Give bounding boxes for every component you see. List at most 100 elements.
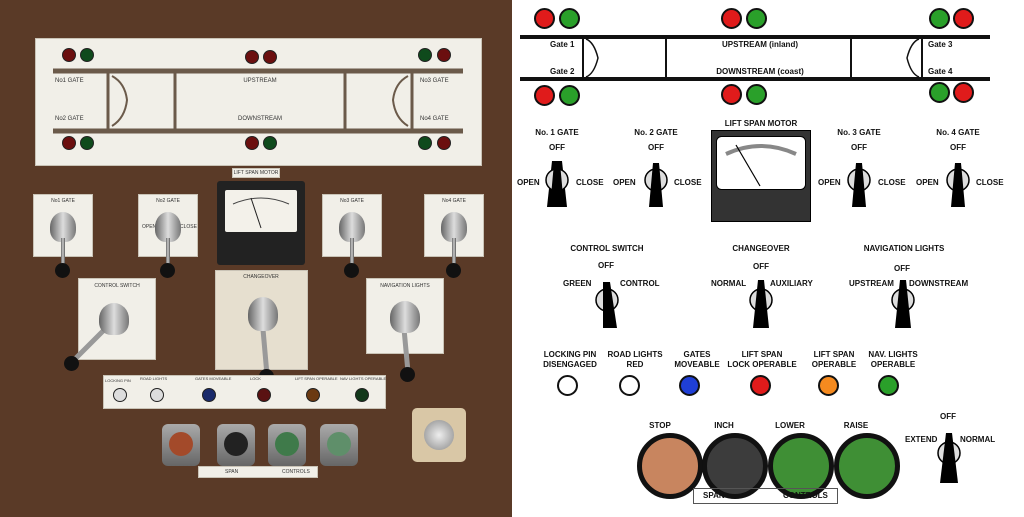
control-switch-title: CONTROL SWITCH bbox=[570, 244, 644, 253]
gate4-switch-title: No. 4 GATE bbox=[936, 128, 980, 137]
photo-close-label: CLOSE bbox=[180, 224, 197, 230]
span-label: SPAN bbox=[703, 491, 725, 500]
photo-gate2-ball bbox=[160, 263, 175, 278]
indicator-label: LOCKING PIN bbox=[543, 350, 597, 359]
indicator-label: MOVEABLE bbox=[674, 360, 720, 369]
gate1-label: Gate 1 bbox=[550, 40, 575, 49]
photo-gate4-lever[interactable] bbox=[441, 212, 467, 242]
photo-raise-button[interactable] bbox=[320, 424, 358, 466]
gate2-switch-title: No. 2 GATE bbox=[634, 128, 678, 137]
navigation-lights-downstream-label: DOWNSTREAM bbox=[909, 279, 969, 288]
photo-strip-lamp bbox=[202, 388, 216, 402]
photo-strip-lamp bbox=[257, 388, 271, 402]
navigation-lights-title: NAVIGATION LIGHTS bbox=[863, 244, 945, 253]
photo-strip-label: LOCK bbox=[250, 376, 261, 381]
gate4-close-label: CLOSE bbox=[976, 178, 1004, 187]
photo-gate1-lever[interactable] bbox=[50, 212, 76, 242]
toggle-switch-icon bbox=[937, 433, 961, 483]
photo-nav-lights-lever[interactable] bbox=[390, 301, 420, 333]
gate3-switch-title: No. 3 GATE bbox=[837, 128, 881, 137]
navigation-lights-upstream-label: UPSTREAM bbox=[849, 279, 894, 288]
photo-gate3-switch-label: No3 GATE bbox=[340, 198, 364, 204]
indicator-lamp bbox=[619, 375, 640, 396]
raise-button[interactable] bbox=[834, 433, 900, 499]
photo-lamp-red bbox=[263, 50, 277, 64]
gate2-open-label: OPEN bbox=[613, 178, 636, 187]
photo-lamp-green bbox=[263, 136, 277, 150]
gate4-green-lamp bbox=[929, 82, 950, 103]
indicator-lamp bbox=[878, 375, 899, 396]
photo-downstream-label: DOWNSTREAM bbox=[238, 116, 282, 122]
gate-track-schematic bbox=[520, 35, 990, 81]
indicator-lamp bbox=[557, 375, 578, 396]
photo-changeover-lever[interactable] bbox=[248, 297, 278, 331]
photo-control-switch-lever[interactable] bbox=[99, 303, 129, 335]
photo-lamp-red bbox=[437, 136, 451, 150]
photo-lamp-green bbox=[418, 48, 432, 62]
photo-gate4-stick bbox=[452, 238, 456, 268]
extend-switch-normal-label: NORMAL bbox=[960, 435, 996, 444]
photo-gate2-lever[interactable] bbox=[155, 212, 181, 242]
indicator-label: GATES bbox=[683, 350, 711, 359]
photo-lamp-red bbox=[245, 136, 259, 150]
toggle-switch-icon bbox=[545, 161, 569, 207]
toggle-switch-icon bbox=[644, 163, 668, 207]
meter-face bbox=[716, 136, 806, 190]
photo-stop-button[interactable] bbox=[162, 424, 200, 466]
photo-gate4-switch-label: No4 GATE bbox=[442, 198, 466, 204]
toggle-switch-icon bbox=[891, 280, 915, 328]
indicator-label: LOCK OPERABLE bbox=[727, 360, 797, 369]
photo-lamp-green bbox=[80, 136, 94, 150]
gate3-green-lamp bbox=[929, 8, 950, 29]
span-controls-box bbox=[693, 488, 838, 504]
toggle-switch-icon bbox=[749, 280, 773, 328]
photo-meter-needle bbox=[232, 197, 290, 229]
toggle-switch-icon bbox=[595, 282, 619, 328]
photo-span-label: SPAN bbox=[225, 469, 239, 475]
photo-lamp-green bbox=[418, 136, 432, 150]
gate3-close-label: CLOSE bbox=[878, 178, 906, 187]
changeover-off-label: OFF bbox=[753, 262, 769, 271]
indicator-lamp bbox=[818, 375, 839, 396]
gate-plate-track bbox=[53, 68, 463, 134]
gate1-green-lamp bbox=[559, 8, 580, 29]
stop-button[interactable] bbox=[637, 433, 703, 499]
indicator-label: LIFT SPAN bbox=[813, 350, 855, 359]
photo-lamp-red bbox=[437, 48, 451, 62]
photo-strip-lamp bbox=[113, 388, 127, 402]
photo-gate3-lever[interactable] bbox=[339, 212, 365, 242]
photo-changeover-label: CHANGEOVER bbox=[243, 274, 279, 280]
indicator-label: OPERABLE bbox=[811, 360, 857, 369]
gate2-green-lamp bbox=[559, 85, 580, 106]
gate1-open-label: OPEN bbox=[517, 178, 540, 187]
photo-strip-label: ROAD LIGHTS bbox=[140, 376, 168, 381]
lower-button-label: LOWER bbox=[775, 421, 805, 430]
control-switch-green-label: GREEN bbox=[563, 279, 592, 288]
photo-gate2-stick bbox=[166, 238, 170, 268]
gate3-label: Gate 3 bbox=[928, 40, 953, 49]
indicator-lamp bbox=[679, 375, 700, 396]
photo-gate3-ball bbox=[344, 263, 359, 278]
indicator-label: ROAD LIGHTS bbox=[607, 350, 663, 359]
indicator-label: LIFT SPAN bbox=[741, 350, 783, 359]
photo-inch-button[interactable] bbox=[217, 424, 255, 466]
upstream-green-lamp bbox=[746, 8, 767, 29]
photo-strip-label: NAV LIGHTS OPERABLE bbox=[340, 376, 387, 381]
gate2-red-lamp bbox=[534, 85, 555, 106]
photo-extend-switch-knob[interactable] bbox=[424, 420, 454, 450]
photo-strip-label: GATES MOVEABLE bbox=[195, 376, 232, 381]
raise-button-label: RAISE bbox=[843, 421, 869, 430]
gate1-red-lamp bbox=[534, 8, 555, 29]
gate2-label: Gate 2 bbox=[550, 67, 575, 76]
extend-switch-off-label: OFF bbox=[940, 412, 956, 421]
indicator-label: RED bbox=[626, 360, 644, 369]
gate1-switch-title: No. 1 GATE bbox=[535, 128, 579, 137]
indicator-lamp bbox=[750, 375, 771, 396]
photo-upstream-label: UPSTREAM bbox=[243, 78, 277, 84]
gate3-off-label: OFF bbox=[851, 143, 867, 152]
gate4-off-label: OFF bbox=[950, 143, 966, 152]
photo-lower-button[interactable] bbox=[268, 424, 306, 466]
gate4-label: Gate 4 bbox=[928, 67, 953, 76]
photo-span-controls-plate bbox=[198, 466, 318, 478]
photo-strip-lamp bbox=[150, 388, 164, 402]
